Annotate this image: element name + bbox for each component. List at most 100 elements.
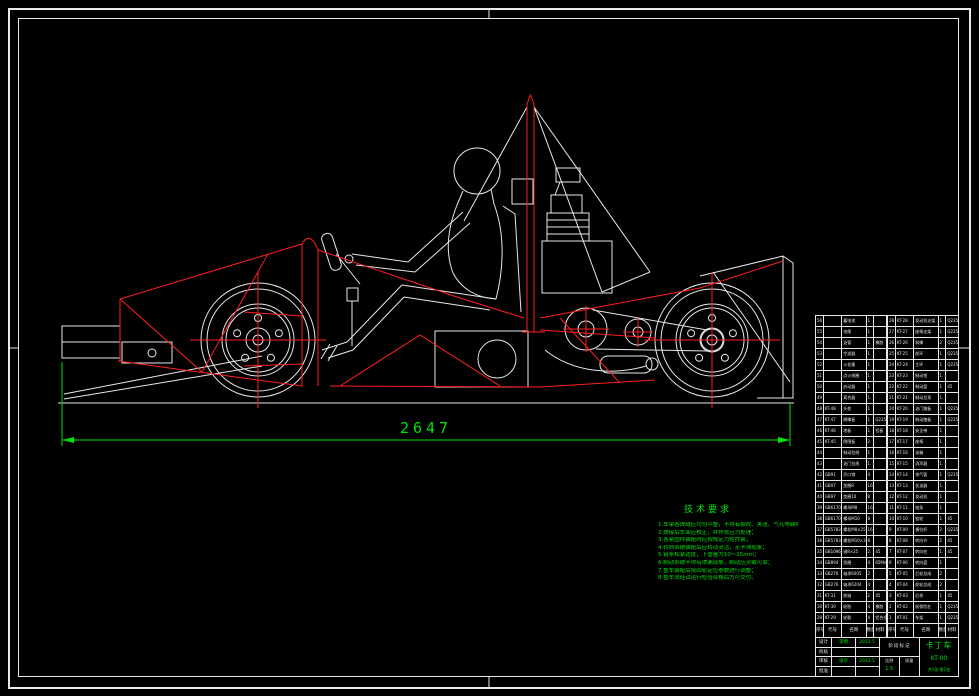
bom-cell: KT-48: [824, 404, 843, 414]
bom-cell: KT-12: [896, 492, 915, 502]
bom-cell: 38: [816, 514, 824, 524]
bom-cell: KT-24: [896, 360, 915, 370]
sig-val: [832, 647, 856, 656]
bom-cell: 转向柱: [914, 547, 939, 557]
bom-cell: 1: [867, 371, 875, 381]
drawing-number: KT-00: [930, 655, 948, 662]
bom-cell: 主环: [914, 360, 939, 370]
bom-cell: 54: [816, 338, 824, 348]
bom-cell: 14: [888, 470, 896, 480]
bom-cell: 材料: [947, 628, 957, 633]
bom-cell: KT-16: [896, 448, 915, 458]
sig-date: 2012.5: [859, 659, 875, 664]
bom-cell: 制动踏板: [914, 415, 939, 425]
bom-cell: 1: [867, 360, 875, 370]
bom-cell: Q235: [947, 604, 958, 609]
tech-notes-list: 1.车架各焊缝应均匀平整，不得有裂纹、夹渣、气孔等缺陷；2.焊接后车架应校正，并…: [658, 522, 798, 583]
bom-cell: 斜撑: [914, 338, 939, 348]
bom-cell: GB6170: [824, 514, 843, 524]
bom-cell: 1: [939, 327, 947, 337]
bom-cell: 16: [867, 503, 875, 513]
bom-cell: [874, 316, 886, 326]
bom-cell: Q235: [947, 615, 958, 620]
bom-cell: 46: [816, 426, 824, 436]
wheel-centerlines: [190, 272, 780, 408]
scale-cell: 比例 1:5: [880, 657, 900, 676]
bom-cell: 41: [816, 481, 824, 491]
bom-cell: [874, 459, 886, 469]
bom-cell: [824, 448, 843, 458]
bom-cell: 23: [888, 371, 896, 381]
bom-cell: [824, 327, 843, 337]
bom-cell: 24: [888, 360, 896, 370]
bom-cell: [946, 426, 958, 436]
bom-cell: [874, 349, 886, 359]
bom-cell: GB1096: [824, 547, 843, 557]
bom-cell: 1: [939, 448, 947, 458]
tech-note-line: 6.制动系统不得有渗漏现象，制动应灵敏可靠；: [658, 559, 774, 566]
bom-cell: 点火线圈: [842, 371, 867, 381]
bom-cell: 4: [867, 613, 875, 623]
bom-cell: 1: [867, 349, 875, 359]
bom-cell: 垫圈8: [842, 481, 867, 491]
scale-label: 比例: [885, 658, 894, 663]
bom-cell: [946, 371, 958, 381]
bom-cell: [874, 470, 886, 480]
bom-cell: KT-06: [896, 558, 915, 568]
dimension-value: 2647: [400, 419, 452, 437]
bom-cell: [874, 404, 886, 414]
bom-cell: 42: [816, 470, 824, 480]
bom-cell: 1: [939, 404, 947, 414]
sig-date: [856, 667, 878, 677]
title-block-right: 卡丁车 KT-00 共1张 第1张: [920, 638, 958, 676]
bom-cell: 27: [888, 327, 896, 337]
bom-cell: [946, 481, 958, 491]
bom-cell: [874, 448, 886, 458]
bom-cell: GB5783: [824, 536, 843, 546]
bom-cell: GB6170: [824, 503, 843, 513]
bom-cell: [874, 492, 886, 502]
bom-cell: 代号: [896, 624, 915, 637]
bom-cell: 名称: [914, 624, 939, 637]
bom-cell: 地板: [842, 426, 867, 436]
title-block-middle: 阶段标记 比例 1:5 质量: [880, 638, 920, 676]
bom-cell: 制动拉线: [842, 448, 867, 458]
bom-cell: 51: [816, 371, 824, 381]
bom-cell: KT-04: [896, 580, 915, 590]
bom-cell: 8: [888, 536, 896, 546]
bom-cell: 2: [939, 580, 947, 590]
bom-cell: 消声器: [914, 459, 939, 469]
bom-cell: 电缆: [842, 327, 867, 337]
seat: [502, 178, 534, 313]
border-centering-marks: [8, 8, 971, 689]
sig-date: 2012.5: [859, 640, 875, 645]
bom-cell: 离合器: [842, 393, 867, 403]
bom-cell: 45: [947, 516, 953, 521]
bom-cell: 2: [867, 591, 875, 601]
stage-mark-label: 阶段标记: [880, 638, 919, 657]
bom-cell: KT-31: [824, 591, 843, 601]
tech-note-line: 1.车架各焊缝应均匀平整，不得有裂纹、夹渣、气孔等缺陷；: [658, 522, 798, 528]
bom-cell: 8: [867, 514, 875, 524]
bom-cell: [874, 503, 886, 513]
bom-cell: KT-28: [896, 316, 915, 326]
